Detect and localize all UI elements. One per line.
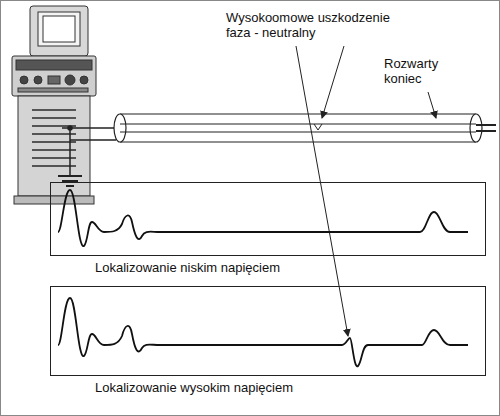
waveform-high-voltage [58, 298, 468, 366]
panel-frame [50, 182, 486, 256]
panel-frame [50, 286, 486, 376]
panel-caption: Lokalizowanie wysokim napięciem [95, 380, 486, 396]
callout-label: Wysokoomowe uszkodzenie faza - neutralny [226, 10, 394, 40]
waveform-panel: Lokalizowanie wysokim napięciem [50, 286, 486, 396]
waveform-panel: Lokalizowanie niskim napięciem [50, 182, 486, 276]
leader-line [296, 46, 436, 336]
waveform-low-voltage [58, 190, 468, 246]
connection-lead [58, 126, 122, 186]
fault-locator-instrument [12, 6, 96, 204]
panel-caption: Lokalizowanie niskim napięciem [95, 260, 486, 276]
callout-label: Rozwarty koniec [384, 56, 474, 86]
cable [114, 114, 496, 142]
